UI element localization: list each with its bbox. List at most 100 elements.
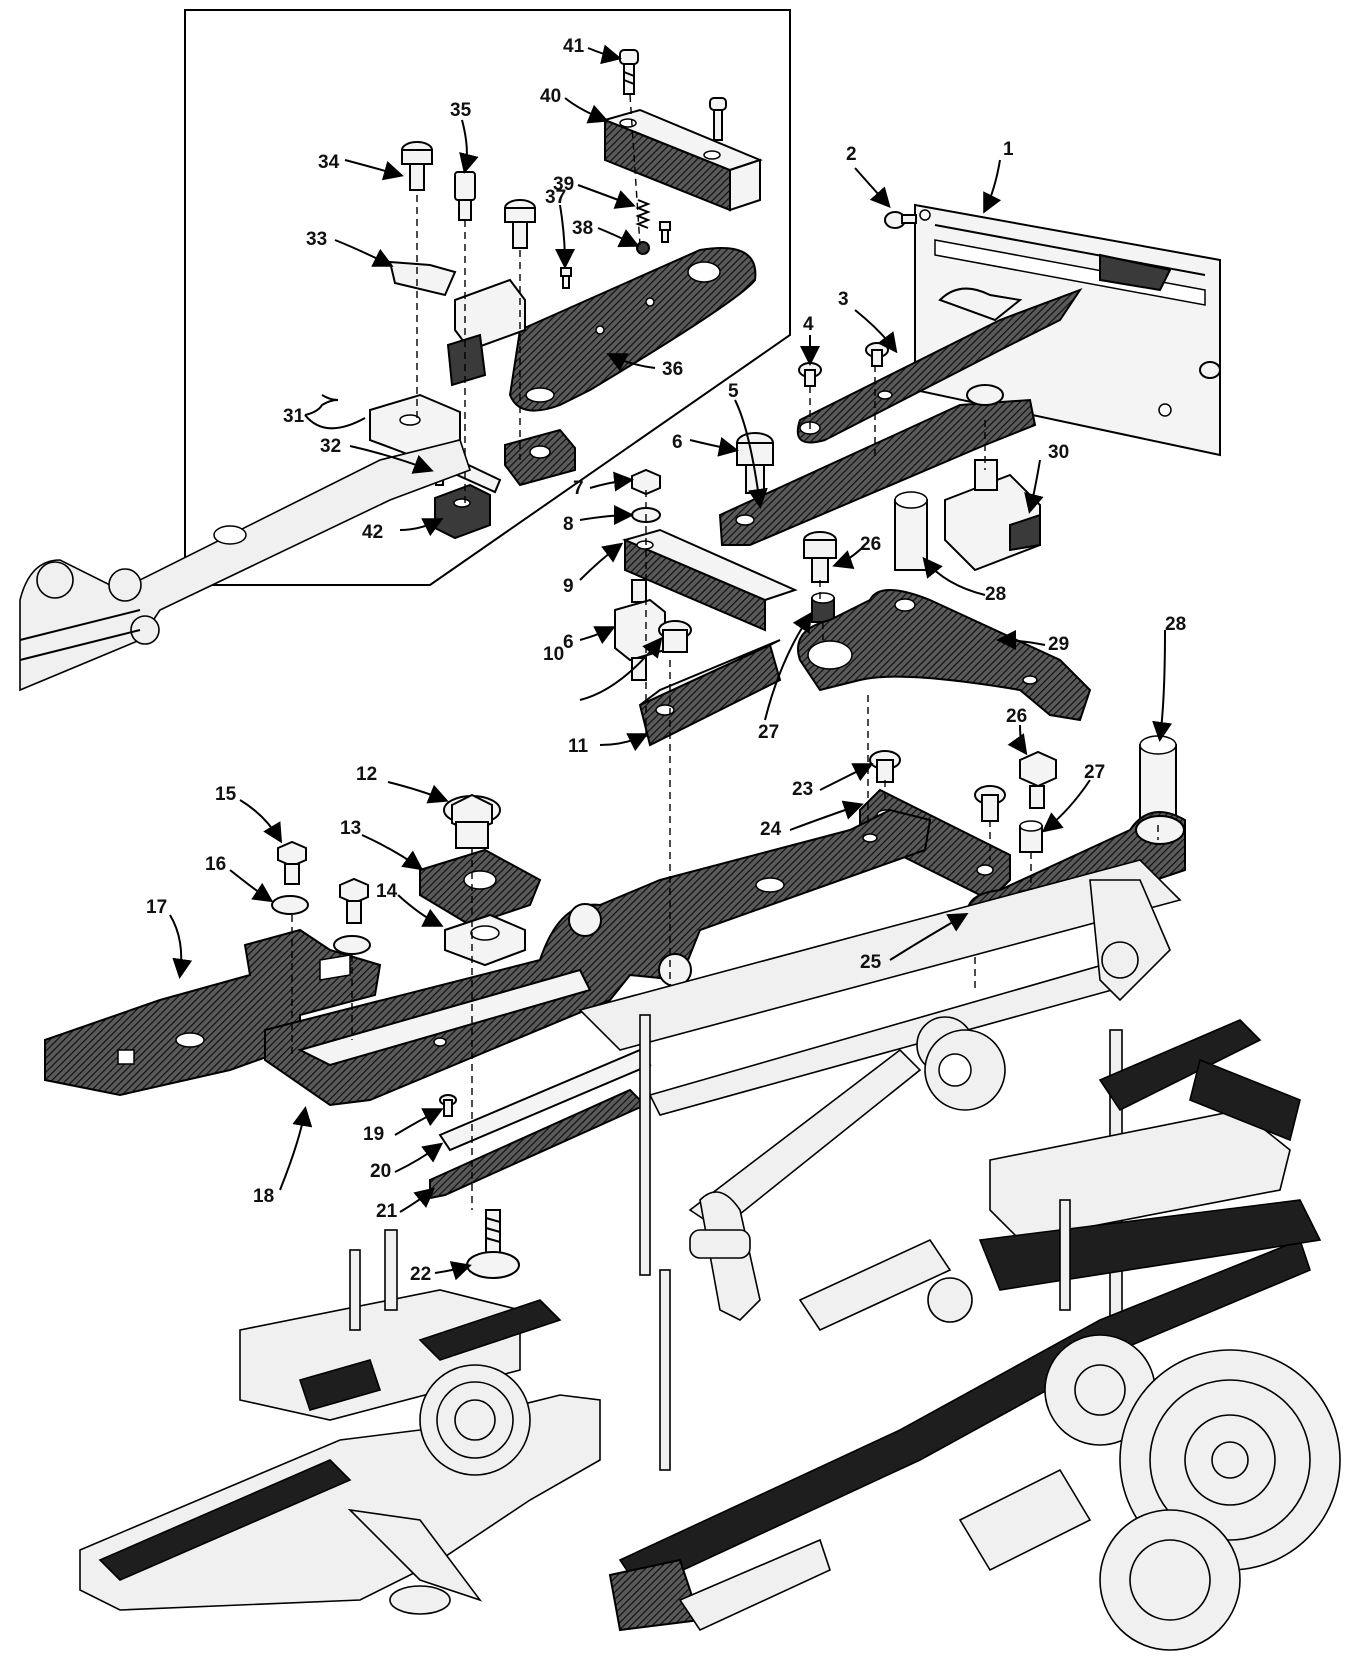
callout-12: 12	[356, 764, 377, 785]
callout-21: 21	[376, 1201, 398, 1222]
callout-10: 10	[543, 644, 564, 665]
washer-16b	[333, 935, 371, 955]
screw-15	[277, 840, 307, 885]
stud-35	[454, 171, 476, 221]
callout-28b: 28	[1165, 614, 1186, 635]
plate-13	[419, 848, 542, 927]
callout-29: 29	[1048, 634, 1069, 655]
callout-39: 39	[553, 174, 574, 195]
callout-6a: 6	[672, 432, 683, 453]
screw-19	[439, 1094, 457, 1117]
sleeve-28a	[894, 491, 928, 571]
callout-33: 33	[306, 229, 327, 250]
block-33c	[446, 333, 487, 387]
callout-18: 18	[253, 1186, 274, 1207]
nut-12	[443, 793, 501, 849]
bushing-26b	[1019, 750, 1057, 809]
leader-lines	[169, 44, 1173, 1281]
feed-bar-left	[19, 439, 472, 692]
callout-8: 8	[563, 514, 574, 535]
callout-9: 9	[563, 576, 574, 597]
callout-34: 34	[318, 152, 340, 173]
block-11	[638, 639, 782, 747]
callout-26a: 26	[860, 534, 881, 555]
lever-29	[797, 589, 1092, 722]
block-42	[434, 483, 491, 540]
feed-bar-18	[264, 808, 932, 1107]
bar-5	[718, 384, 1037, 546]
callout-36: 36	[662, 359, 683, 380]
callout-42: 42	[362, 522, 383, 543]
ball-38	[636, 241, 650, 255]
plate-33	[388, 260, 457, 297]
callout-25: 25	[860, 952, 882, 973]
callout-5: 5	[728, 381, 739, 402]
bushing-27a	[811, 592, 835, 623]
screw-41	[619, 49, 639, 95]
callout-24: 24	[760, 819, 782, 840]
block-30	[944, 459, 1041, 572]
throat-plate-17	[44, 928, 382, 1097]
callout-35: 35	[450, 100, 472, 121]
callout-30: 30	[1048, 442, 1069, 463]
callout-22: 22	[410, 1264, 431, 1285]
bushing-26a	[803, 531, 837, 583]
callout-23: 23	[792, 779, 813, 800]
screw-4	[798, 362, 822, 387]
screw-15b	[339, 877, 369, 924]
screw-2	[884, 211, 917, 229]
callout-16: 16	[205, 854, 226, 875]
callout-26b: 26	[1006, 706, 1027, 727]
callout-41: 41	[563, 36, 585, 57]
callout-32: 32	[320, 436, 341, 457]
callout-2: 2	[846, 144, 857, 165]
callout-19: 19	[363, 1124, 384, 1145]
machine-assembly-left	[79, 1229, 601, 1615]
screw-34b	[504, 199, 536, 249]
callout-6b: 6	[563, 632, 574, 653]
callout-13: 13	[340, 818, 361, 839]
callout-27b: 27	[1084, 762, 1105, 783]
block-9	[622, 528, 798, 632]
washer-16	[271, 895, 309, 915]
screw-22	[466, 1209, 520, 1279]
callout-37: 37	[545, 187, 566, 208]
callout-17: 17	[146, 897, 167, 918]
callout-11: 11	[568, 736, 589, 757]
callout-7: 7	[573, 478, 584, 499]
screw-37	[560, 267, 572, 289]
screw-1b	[1199, 361, 1221, 379]
screw-24b	[974, 785, 1006, 822]
callout-4: 4	[803, 314, 814, 335]
block-36b	[504, 428, 576, 487]
callout-3: 3	[838, 289, 849, 310]
callout-31: 31	[283, 406, 305, 427]
machine-assembly-center	[578, 859, 1182, 1471]
bracket-33b	[454, 278, 526, 352]
lever-36	[508, 247, 757, 412]
screw-23	[869, 750, 901, 783]
screw-4b	[865, 342, 889, 367]
callout-38: 38	[572, 218, 593, 239]
block-14	[444, 913, 526, 967]
inset-parts	[369, 49, 763, 540]
callout-40: 40	[540, 86, 561, 107]
callout-28a: 28	[985, 584, 1006, 605]
screw-37b	[659, 221, 671, 243]
stud-10	[614, 579, 666, 681]
callout-14: 14	[376, 881, 398, 902]
callout-15: 15	[215, 784, 237, 805]
callout-20: 20	[370, 1161, 391, 1182]
screw-34	[401, 141, 433, 191]
spring-39	[635, 199, 651, 229]
callout-labels: 1 2 3 4 5 6 6 7 8 9 10 11 12 13 14 15 16…	[146, 36, 1186, 1285]
block-40	[601, 108, 763, 212]
callout-27a: 27	[758, 722, 779, 743]
callout-1: 1	[1003, 139, 1014, 160]
bushing-27b	[1019, 820, 1043, 853]
arm-3	[796, 287, 1083, 444]
screw-40b	[709, 97, 727, 141]
screw-6a	[736, 432, 774, 494]
machine-assembly-right	[608, 1019, 1341, 1651]
